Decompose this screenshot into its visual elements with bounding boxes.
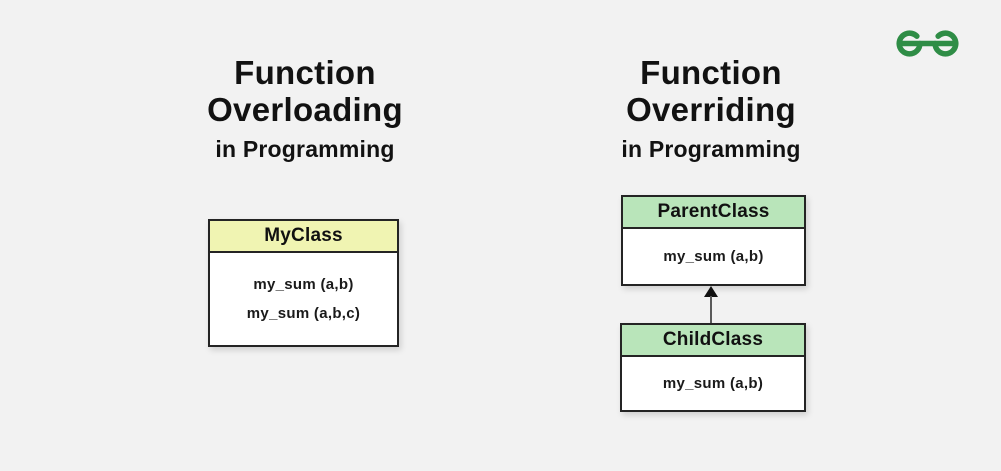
parentclass-uml-box: ParentClass my_sum (a,b) bbox=[621, 195, 806, 286]
parentclass-body: my_sum (a,b) bbox=[623, 229, 804, 284]
left-subtitle: in Programming bbox=[215, 136, 395, 162]
childclass-header: ChildClass bbox=[622, 325, 804, 357]
left-section-title: Function Overloading in Programming bbox=[150, 54, 460, 163]
inheritance-arrow-line bbox=[710, 296, 712, 323]
left-title-line2: Overloading bbox=[207, 91, 403, 128]
parentclass-header: ParentClass bbox=[623, 197, 804, 229]
childclass-body: my_sum (a,b) bbox=[622, 357, 804, 410]
method-signature: my_sum (a,b,c) bbox=[246, 305, 361, 322]
myclass-body: my_sum (a,b) my_sum (a,b,c) bbox=[210, 253, 397, 345]
inheritance-arrow-head bbox=[704, 286, 718, 297]
right-section-title: Function Overriding in Programming bbox=[556, 54, 866, 163]
left-title-line1: Function bbox=[234, 54, 376, 91]
method-signature: my_sum (a,b) bbox=[253, 276, 354, 293]
right-title-line1: Function bbox=[640, 54, 782, 91]
right-title-line2: Overriding bbox=[626, 91, 796, 128]
method-signature: my_sum (a,b) bbox=[662, 375, 764, 392]
right-subtitle: in Programming bbox=[621, 136, 801, 162]
myclass-header: MyClass bbox=[210, 221, 397, 253]
myclass-uml-box: MyClass my_sum (a,b) my_sum (a,b,c) bbox=[208, 219, 399, 347]
method-signature: my_sum (a,b) bbox=[663, 248, 764, 265]
childclass-uml-box: ChildClass my_sum (a,b) bbox=[620, 323, 806, 412]
geeksforgeeks-logo bbox=[896, 30, 959, 57]
